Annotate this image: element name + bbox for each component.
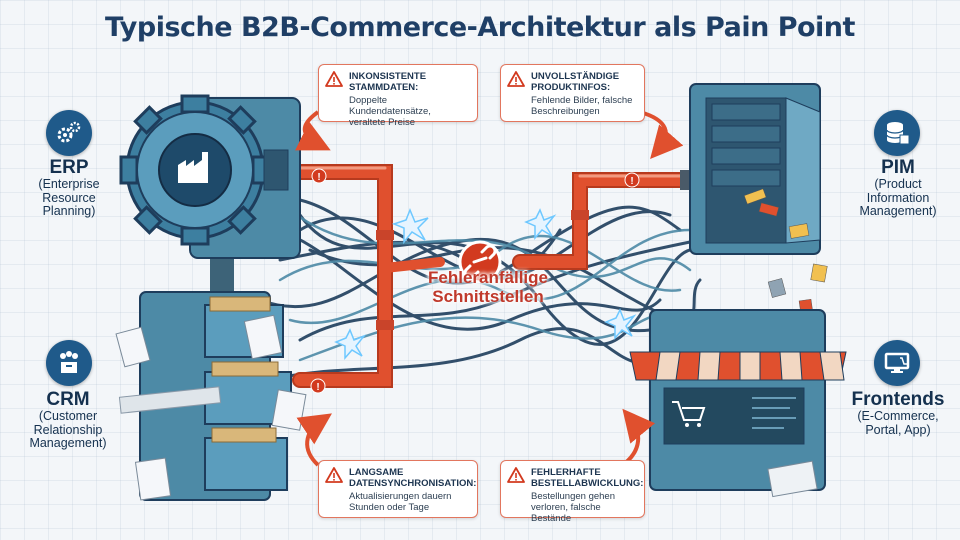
crm-fullname: (Customer Relationship Management) bbox=[29, 409, 107, 450]
people-icon bbox=[60, 351, 78, 373]
erp-machine bbox=[119, 94, 301, 300]
database-icon bbox=[886, 122, 910, 145]
pain-heading: UNVOLLSTÄNDIGE PRODUKTINFOS: bbox=[531, 71, 620, 93]
pain-heading: FEHLERHAFTE BESTELLABWICKLUNG: bbox=[531, 467, 644, 489]
erp-name: ERP bbox=[49, 157, 89, 178]
left-pipe bbox=[292, 164, 445, 388]
pim-fullname: (Product Information Management) bbox=[859, 177, 937, 218]
svg-text:!: ! bbox=[316, 382, 319, 393]
pipe-warning-icons: ! ! ! bbox=[310, 168, 640, 394]
spark-icons bbox=[334, 208, 637, 360]
crm-label: CRM (Customer Relationship Management) bbox=[16, 390, 120, 451]
erp-label: ERP (Enterprise Resource Planning) bbox=[24, 158, 114, 219]
warning-icon bbox=[507, 467, 525, 483]
factory-icon bbox=[178, 152, 208, 183]
crm-name: CRM bbox=[46, 389, 90, 410]
pim-badge bbox=[874, 110, 920, 156]
pain-body: Bestellungen gehen verloren, falsche Bes… bbox=[531, 491, 615, 524]
pain-heading: INKONSISTENTE STAMMDATEN: bbox=[349, 71, 427, 93]
center-label: Fehleranfällige Schnittstellen bbox=[428, 268, 548, 306]
page-title: Typische B2B-Commerce-Architektur als Pa… bbox=[105, 12, 855, 43]
pain-heading: LANGSAME DATENSYNCHRONISATION: bbox=[349, 467, 477, 489]
crm-cabinet bbox=[115, 291, 307, 501]
warning-icon bbox=[325, 467, 343, 483]
pain-body: Doppelte Kundendatensätze, veraltete Pre… bbox=[349, 95, 431, 128]
monitor-cart-icon bbox=[884, 352, 910, 373]
gears-icon bbox=[57, 121, 81, 143]
pain-card-stammdaten: INKONSISTENTE STAMMDATEN: Doppelte Kunde… bbox=[318, 64, 478, 128]
pim-name: PIM bbox=[881, 157, 915, 178]
warning-icon bbox=[325, 71, 343, 87]
frontend-shop bbox=[629, 309, 847, 498]
erp-fullname: (Enterprise Resource Planning) bbox=[38, 177, 100, 218]
broken-link-icon bbox=[458, 240, 502, 284]
pain-body: Aktualisierungen dauern Stunden oder Tag… bbox=[349, 491, 452, 513]
erp-badge bbox=[46, 110, 92, 156]
svg-text:!: ! bbox=[317, 172, 320, 183]
frontends-label: Frontends (E-Commerce, Portal, App) bbox=[846, 390, 950, 437]
frontends-fullname: (E-Commerce, Portal, App) bbox=[857, 409, 939, 437]
pain-card-bestellung: FEHLERHAFTE BESTELLABWICKLUNG: Bestellun… bbox=[500, 460, 645, 524]
cart-icon bbox=[672, 401, 706, 421]
pain-body: Fehlende Bilder, falsche Beschreibungen bbox=[531, 95, 633, 117]
svg-text:!: ! bbox=[630, 176, 633, 187]
frontends-badge bbox=[874, 340, 920, 386]
crm-badge bbox=[46, 340, 92, 386]
frontends-name: Frontends bbox=[851, 389, 945, 410]
pim-server bbox=[689, 83, 828, 316]
pim-label: PIM (Product Information Management) bbox=[846, 158, 950, 219]
warning-icon bbox=[507, 71, 525, 87]
pain-card-produktinfos: UNVOLLSTÄNDIGE PRODUKTINFOS: Fehlende Bi… bbox=[500, 64, 645, 122]
pain-card-sync: LANGSAME DATENSYNCHRONISATION: Aktualisi… bbox=[318, 460, 478, 518]
